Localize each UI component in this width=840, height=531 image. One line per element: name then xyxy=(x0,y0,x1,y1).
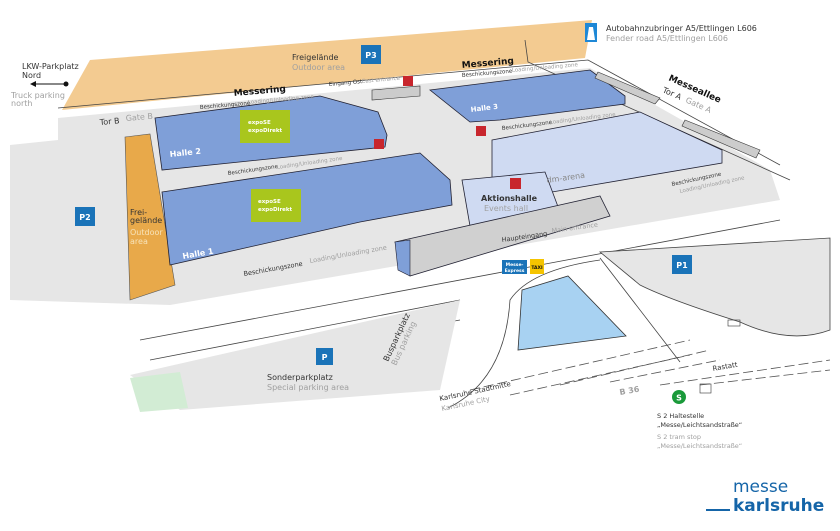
hall-3-label: Halle 3 xyxy=(470,103,498,114)
truck-parking-label-de: LKW-Parkplatz xyxy=(22,62,79,71)
truck-parking-label-en: Truck parking xyxy=(10,91,65,100)
gate-b-label-de: Tor B xyxy=(98,116,119,127)
autobahn-icon xyxy=(585,23,597,42)
arrow-left-icon xyxy=(30,81,69,87)
autobahn-label-de: Autobahnzubringer A5/Ettlingen L606 xyxy=(606,24,757,33)
restaurant-icon xyxy=(374,76,521,189)
svg-text:expoSE: expoSE xyxy=(258,199,281,205)
outdoor-area-side[interactable] xyxy=(124,133,176,301)
wall xyxy=(371,85,421,101)
special-parking-area[interactable] xyxy=(130,300,460,410)
svg-text:expoSE: expoSE xyxy=(248,120,271,126)
outdoor-top-label-en: Outdoor area xyxy=(292,63,345,72)
expo-badge-hall-1: expoSE expoDirekt xyxy=(251,189,301,222)
road-line xyxy=(57,59,781,166)
events-hall-label-de: Aktionshalle xyxy=(481,194,538,203)
outdoor-side-label-en-2: area xyxy=(130,237,148,246)
truck-parking-label-de-2: Nord xyxy=(22,71,41,80)
events-hall-label-en: Events hall xyxy=(484,204,528,213)
east-entrance-label-en: East entrance xyxy=(362,76,401,85)
railway-tracks xyxy=(469,339,831,396)
svg-text:S: S xyxy=(676,394,682,403)
main-entrance-side xyxy=(394,239,411,277)
svg-text:Beschickungszone: Beschickungszone xyxy=(462,69,513,79)
taxi-sign: TAXI xyxy=(530,259,544,274)
messe-express-sign: Messe- Express xyxy=(502,260,527,274)
road-b36-label: B 36 xyxy=(619,385,641,397)
parking-p2[interactable]: P2 xyxy=(75,207,95,226)
svg-text:TAXI: TAXI xyxy=(531,265,543,271)
east-entrance-label-de: Eingang Ost xyxy=(329,79,364,88)
green-area xyxy=(130,372,188,412)
parking-p2-label: P2 xyxy=(79,213,90,222)
tram-stop-label-de: S 2 Haltestelle xyxy=(657,412,704,420)
svg-text:expoDirekt: expoDirekt xyxy=(258,207,293,213)
tram-stop-label-en-2: „Messe/Leichtsandstraße“ xyxy=(657,442,742,450)
expo-badge-hall-2: expoSE expoDirekt xyxy=(240,110,290,143)
road-line xyxy=(447,257,681,409)
tram-stop-icon[interactable]: S xyxy=(672,390,686,404)
messe-karlsruhe-logo: messe karlsruhe xyxy=(706,477,824,516)
svg-text:Beschickungszone: Beschickungszone xyxy=(200,101,251,111)
svg-text:Loading/Unloading zone: Loading/Unloading zone xyxy=(512,62,579,74)
outdoor-top-label-de: Freigelände xyxy=(292,53,339,62)
parking-area-p1[interactable] xyxy=(598,237,831,337)
hall-3[interactable] xyxy=(429,69,626,123)
svg-text:messe: messe xyxy=(733,477,788,497)
parking-p3-label: P3 xyxy=(365,51,376,60)
outdoor-side-label-de: Frei- xyxy=(130,208,147,217)
svg-text:karlsruhe: karlsruhe xyxy=(733,496,824,516)
svg-text:Loading/Unloading zone: Loading/Unloading zone xyxy=(248,94,315,106)
lake xyxy=(517,275,627,351)
wall xyxy=(681,119,761,159)
parking-p1-label: P1 xyxy=(676,261,688,270)
parking-p[interactable]: P xyxy=(316,348,333,365)
tram-platform xyxy=(699,319,741,394)
parking-p-label: P xyxy=(322,353,328,362)
outdoor-side-label-de-2: gelände xyxy=(130,216,162,225)
special-parking-label-de: Sonderparkplatz xyxy=(267,373,333,382)
parking-p1[interactable]: P1 xyxy=(672,255,692,274)
wall xyxy=(594,71,661,105)
street-messering-west: Messering xyxy=(233,84,286,99)
outdoor-area-top[interactable] xyxy=(62,20,592,110)
tram-stop-label-en: S 2 tram stop xyxy=(657,433,701,441)
road-line xyxy=(149,299,461,361)
road-line xyxy=(139,219,781,341)
svg-text:Messe-: Messe- xyxy=(506,262,524,268)
tram-stop-label-de-2: „Messe/Leichtsandstraße“ xyxy=(657,421,742,429)
autobahn-label-en: Fender road A5/Ettlingen L606 xyxy=(606,34,728,43)
svg-text:Express: Express xyxy=(505,268,525,274)
parking-p3[interactable]: P3 xyxy=(361,45,381,64)
outdoor-side-label-en: Outdoor xyxy=(130,228,163,237)
street-messering-east: Messering xyxy=(461,56,514,71)
special-parking-label-en: Special parking area xyxy=(267,383,349,392)
hall-1[interactable] xyxy=(161,152,453,266)
rastatt-label: Rastatt xyxy=(712,361,738,373)
svg-text:expoDirekt: expoDirekt xyxy=(248,128,283,134)
truck-parking-label-en-2: north xyxy=(11,99,32,108)
gate-b-label-en: Gate B xyxy=(125,112,153,123)
hall-2-label: Halle 2 xyxy=(169,147,201,159)
